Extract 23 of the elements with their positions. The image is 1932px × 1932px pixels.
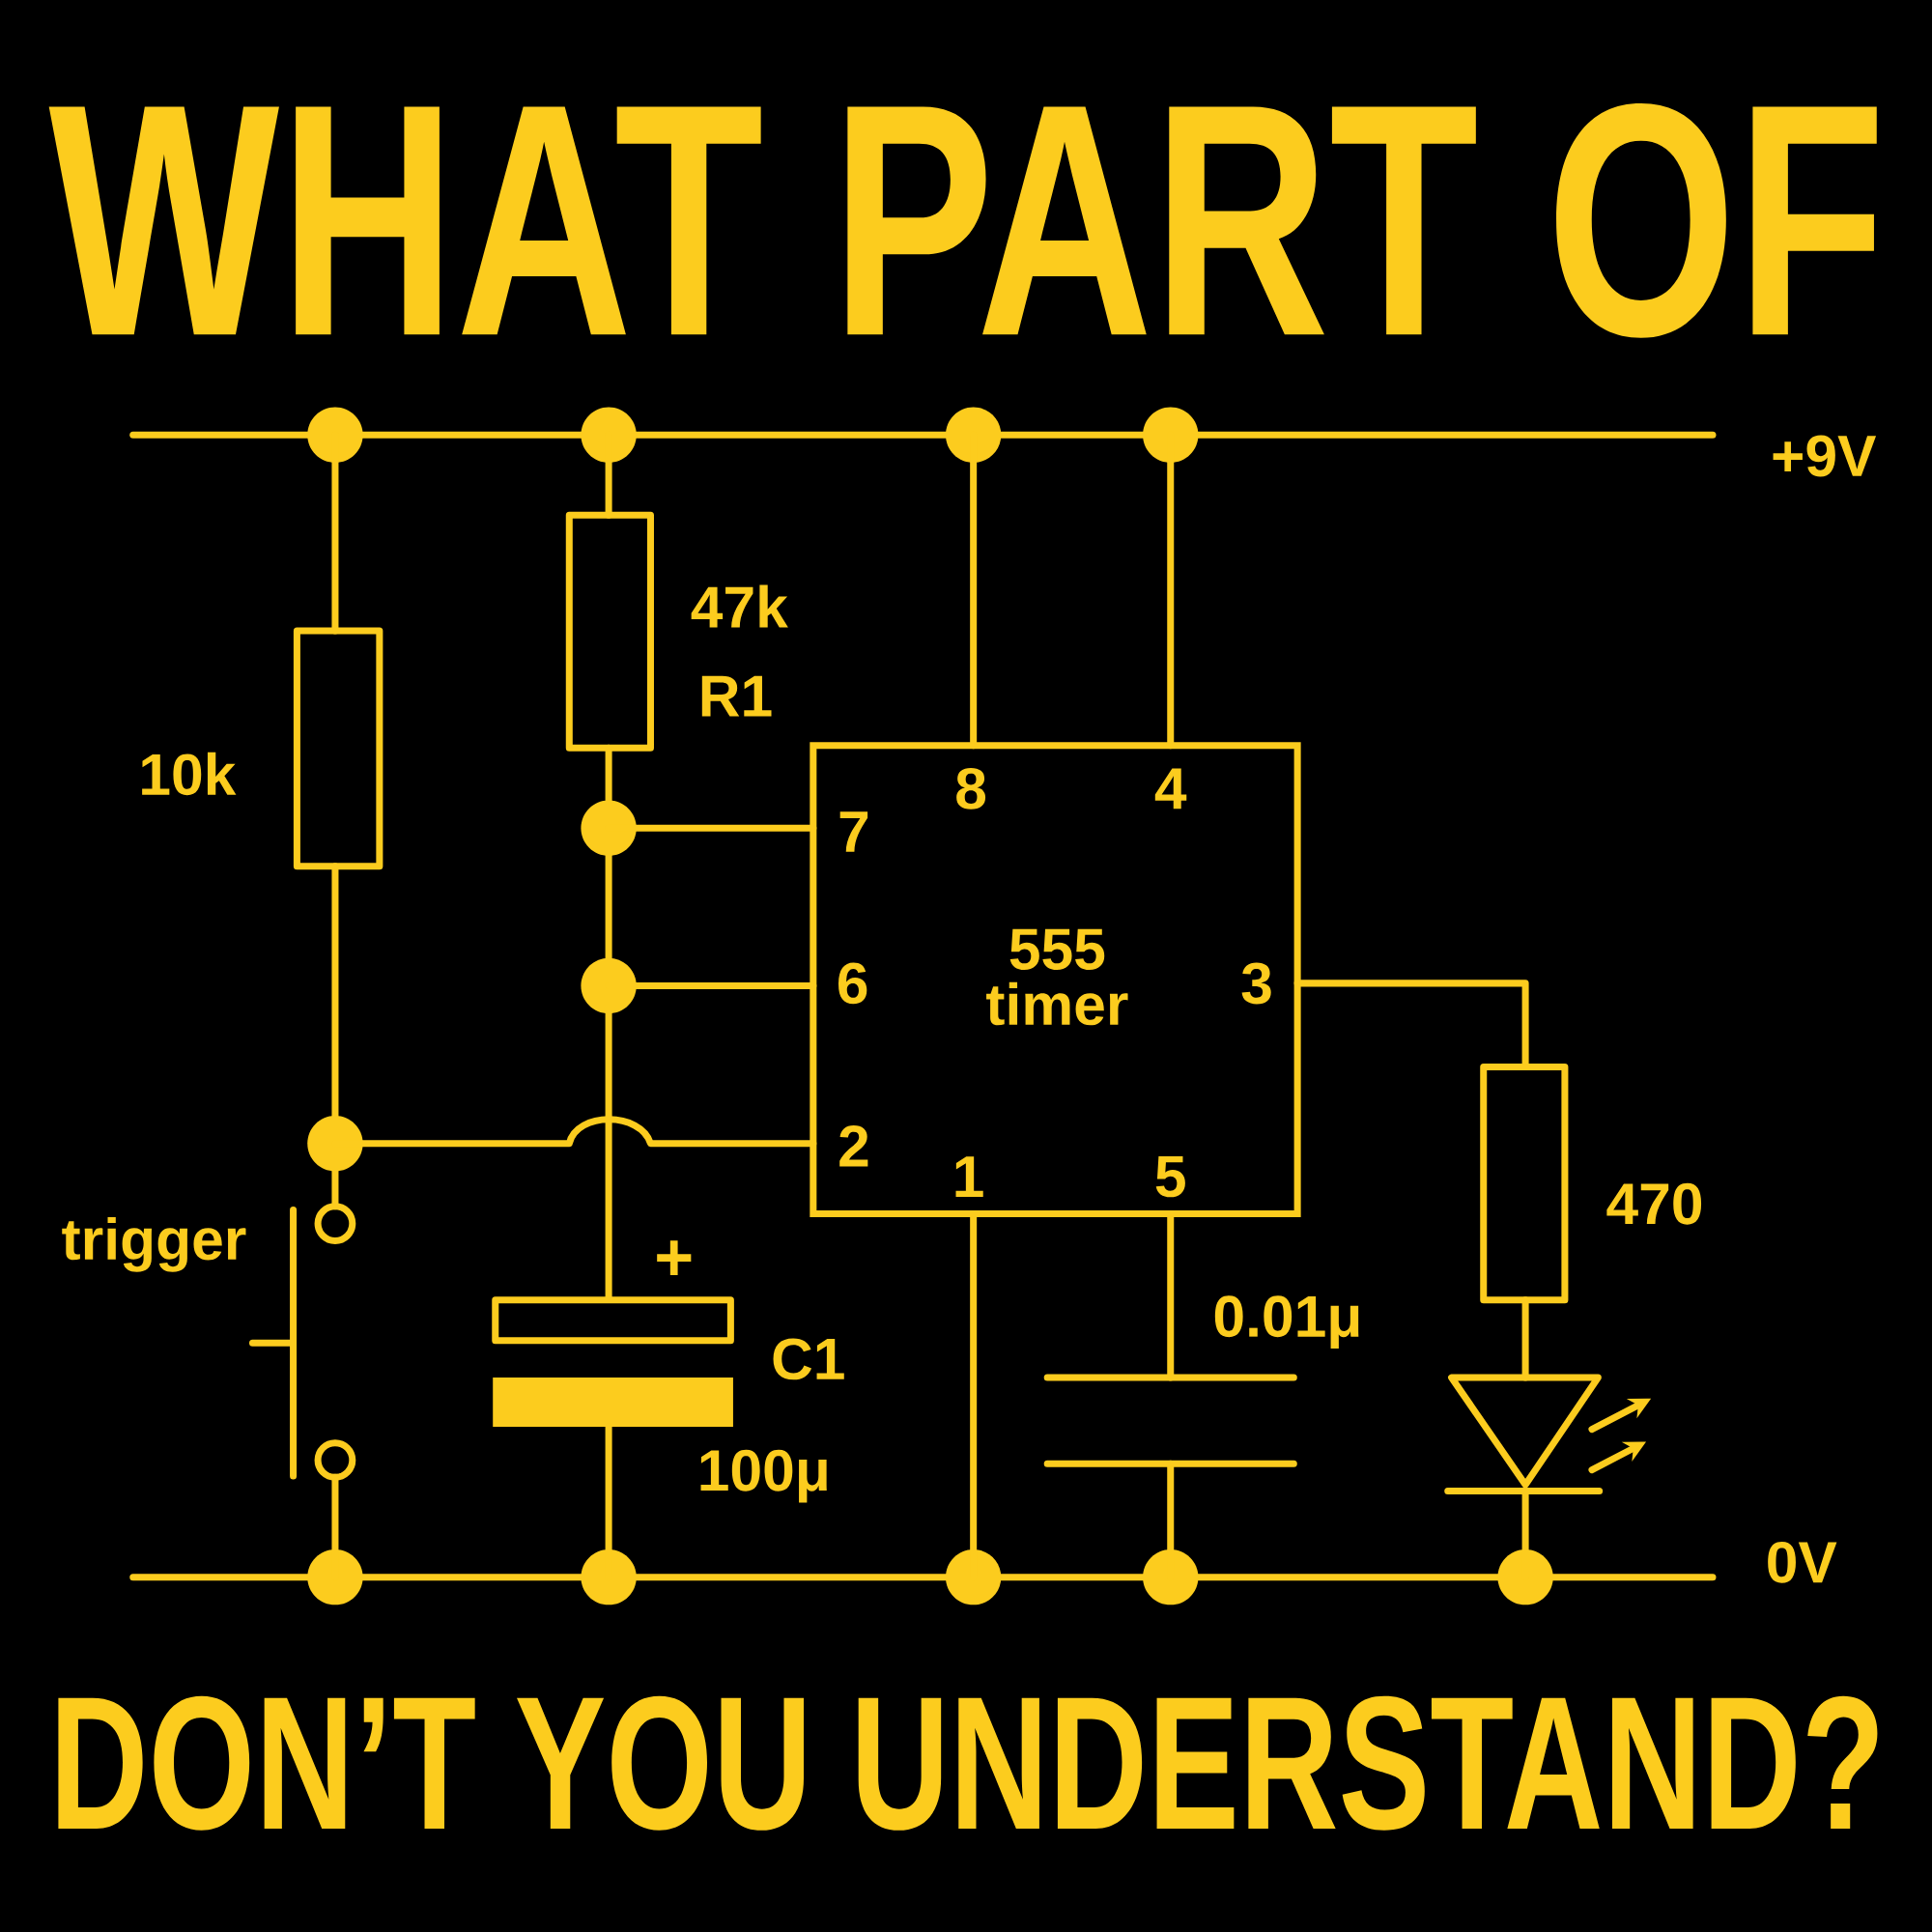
rail-label: +9V	[1773, 435, 1877, 477]
chip-label: 555 timer	[986, 928, 1128, 1026]
pin-number: 5	[1155, 1156, 1185, 1198]
pin-number: 8	[956, 767, 986, 810]
component-name: R1	[701, 675, 772, 717]
pin-number: 1	[955, 1156, 983, 1197]
switch-label: trigger	[62, 1216, 246, 1272]
component-value: 0.01μ	[1214, 1295, 1359, 1349]
pin-number: 2	[839, 1125, 868, 1167]
component-value: 47k	[691, 584, 788, 628]
polarity-sign: +	[657, 1240, 692, 1275]
rail-label: 0V	[1768, 1541, 1837, 1583]
timer-chip	[810, 742, 1301, 1217]
pin-number: 7	[839, 811, 868, 852]
title: WHAT PART OF	[48, 103, 1877, 338]
caption: DON’T YOU UNDERSTAND?	[58, 1695, 1878, 1831]
pin-number: 4	[1154, 768, 1187, 810]
component-value: 100μ	[700, 1449, 827, 1503]
component-value: 470	[1606, 1182, 1702, 1225]
component-name: C1	[773, 1338, 844, 1380]
pin-number: 3	[1241, 962, 1271, 1005]
component-value: 10k	[142, 752, 237, 796]
pin-number: 6	[838, 962, 867, 1005]
